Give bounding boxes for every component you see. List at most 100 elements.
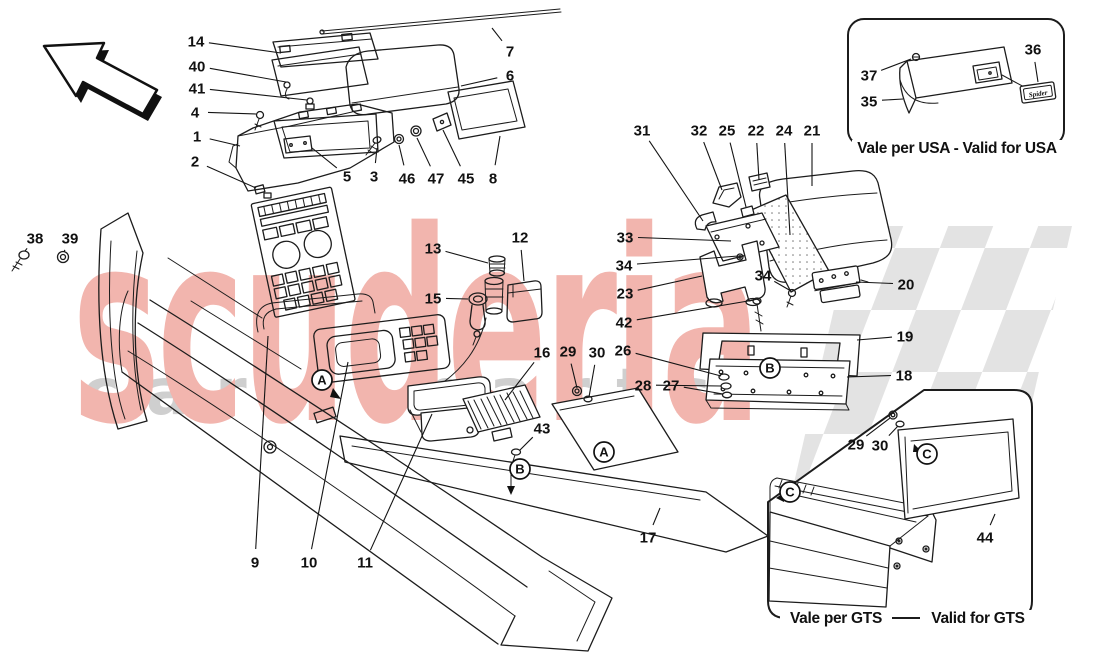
- leader-line: [442, 129, 461, 167]
- part-number-label: 3: [370, 169, 378, 186]
- part-number-label: 45: [458, 171, 475, 188]
- section-letter: C: [785, 485, 795, 500]
- section-letter-badge: [311, 369, 333, 391]
- part-number-label: 1: [193, 129, 201, 146]
- leader-line: [24, 247, 28, 252]
- letter-badges-layer: A B A B C C: [311, 357, 938, 503]
- leader-line: [856, 336, 893, 341]
- section-letter-badge: [593, 441, 615, 463]
- leader-line: [369, 413, 433, 551]
- part-number-label: 6: [506, 68, 514, 85]
- lighter-assembly: [440, 255, 543, 385]
- part-number-label: 35: [861, 94, 878, 111]
- part-number-label: 38: [27, 231, 44, 248]
- section-letter: C: [922, 447, 932, 462]
- tunnel-body: [98, 212, 613, 652]
- spider-badge-label: Spider: [1028, 89, 1048, 100]
- part-number-label: 36: [1025, 42, 1042, 59]
- usa-inset-box: [847, 18, 1065, 147]
- gts-caption-right: Valid for GTS: [931, 610, 1024, 627]
- part-number-label: 5: [343, 169, 351, 186]
- part-number-label: 15: [425, 291, 442, 308]
- leader-line: [588, 364, 596, 398]
- part-number-label: 30: [872, 438, 889, 455]
- usa-caption-mask: [852, 140, 1062, 156]
- leader-line: [206, 165, 257, 189]
- part-number-label: 44: [977, 530, 994, 547]
- part-number-label: 39: [62, 231, 79, 248]
- leader-line: [504, 361, 535, 401]
- leader-line: [520, 249, 525, 282]
- section-letter: A: [599, 445, 609, 460]
- part-number-label: 29: [560, 344, 577, 361]
- part-number-label: 24: [776, 123, 793, 140]
- leader-line: [784, 142, 791, 236]
- part-number-label: 13: [425, 241, 442, 258]
- pointer-arrow-icon: [330, 388, 341, 399]
- console-lid-and-armrest-top: [271, 8, 562, 156]
- part-number-label: 17: [640, 530, 657, 547]
- part-number-label: 33: [617, 230, 634, 247]
- part-number-label: 31: [634, 123, 651, 140]
- leader-line: [756, 142, 760, 181]
- direction-arrow-icon: [42, 41, 162, 121]
- leader-line: [460, 77, 498, 87]
- leader-line: [655, 384, 722, 387]
- leader-line: [648, 140, 704, 222]
- gts-caption-left-mask: [780, 610, 892, 626]
- section-letter-badge: [779, 481, 801, 503]
- part-number-label: 30: [589, 345, 606, 362]
- section-letter: B: [765, 361, 774, 376]
- leader-line: [865, 417, 891, 437]
- part-number-label: 37: [861, 68, 878, 85]
- leader-line: [255, 335, 269, 550]
- part-number-label: 32: [691, 123, 708, 140]
- leader-line: [209, 88, 308, 101]
- part-number-label: 47: [428, 171, 445, 188]
- section-letter: B: [515, 462, 524, 477]
- part-number-label: 18: [896, 368, 913, 385]
- part-number-label: 10: [301, 555, 318, 572]
- part-number-label: 23: [617, 286, 634, 303]
- part-number-label: 43: [534, 421, 551, 438]
- part-number-label: 25: [719, 123, 736, 140]
- leader-line: [846, 374, 892, 378]
- leader-line: [398, 144, 405, 166]
- part-number-label: 21: [804, 123, 821, 140]
- part-number-label: 34: [616, 258, 633, 275]
- leader-line: [445, 297, 469, 300]
- console-shelf: [313, 314, 451, 384]
- leader-line: [445, 250, 489, 264]
- part-number-label: 27: [663, 378, 680, 395]
- leader-line: [207, 111, 257, 115]
- leader-line: [880, 58, 912, 71]
- part-number-label: 29: [848, 437, 865, 454]
- part-number-label: 12: [512, 230, 529, 247]
- leader-line: [310, 361, 349, 550]
- leader-line: [570, 363, 578, 389]
- leader-line: [209, 67, 287, 83]
- part-number-label: 28: [635, 378, 652, 395]
- cubby-and-ashtray: [407, 376, 541, 442]
- part-number-label: 9: [251, 555, 259, 572]
- leader-line: [637, 275, 703, 291]
- leader-line: [208, 42, 282, 54]
- part-number-label: 22: [748, 123, 765, 140]
- gts-caption-right-mask: [920, 610, 1036, 626]
- part-number-label: 42: [616, 315, 633, 332]
- leader-line: [683, 386, 724, 395]
- leader-line: [637, 236, 732, 242]
- part-number-label: 2: [191, 154, 199, 171]
- leader-lines-layer: [24, 27, 1039, 551]
- leader-line: [636, 299, 755, 321]
- leader-line: [519, 436, 534, 451]
- leader-line: [881, 98, 904, 101]
- section-letter-badge: [759, 357, 781, 379]
- leader-line: [491, 27, 503, 42]
- section-letter: A: [317, 373, 327, 388]
- part-number-label: 20: [898, 277, 915, 294]
- gts-caption-left: Vale per GTS: [790, 610, 882, 627]
- leader-line: [729, 142, 747, 208]
- leader-line: [209, 138, 241, 147]
